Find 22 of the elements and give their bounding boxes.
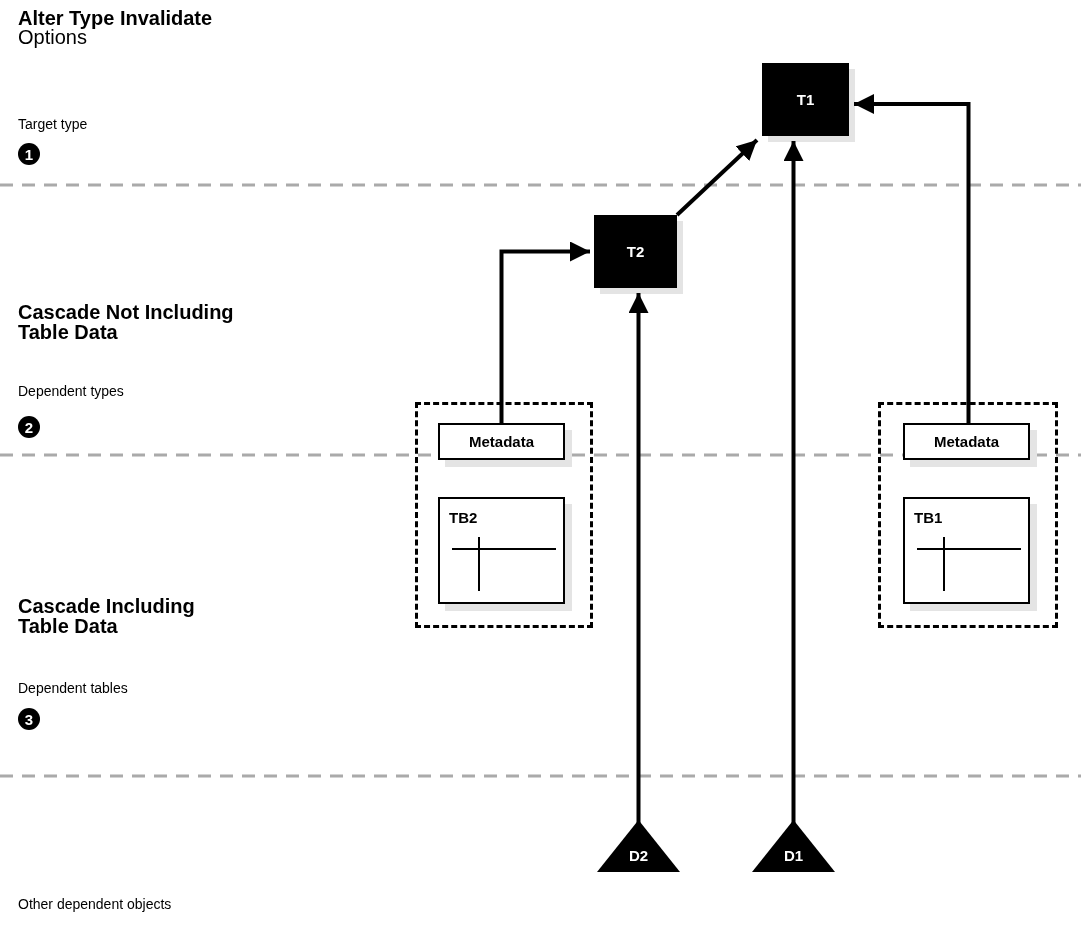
- row-label: Dependent types: [18, 383, 124, 399]
- dashed-group-box: [878, 402, 1058, 628]
- node-label: D1: [783, 847, 804, 866]
- arrow: [854, 94, 971, 423]
- row-label: Other dependent objects: [18, 896, 172, 912]
- arrow: [783, 141, 804, 824]
- callout-number: 1: [18, 143, 40, 165]
- table-name: TB1: [914, 509, 943, 526]
- section-heading: Cascade Including Table Data: [18, 596, 196, 636]
- node-label: D2: [628, 847, 649, 866]
- callout-number: 2: [18, 416, 40, 438]
- table-name: TB2: [449, 509, 478, 526]
- arrow: [675, 138, 759, 217]
- arrow: [499, 241, 590, 423]
- triangle-node: [752, 820, 835, 872]
- dashed-group-box: [415, 402, 593, 628]
- section-heading: Cascade Not Including Table Data: [18, 302, 235, 342]
- callout-number: 3: [18, 708, 40, 730]
- arrow: [628, 293, 649, 824]
- row-label: Dependent tables: [18, 680, 128, 696]
- row-label: Target type: [18, 116, 88, 132]
- triangle-node: [597, 820, 680, 872]
